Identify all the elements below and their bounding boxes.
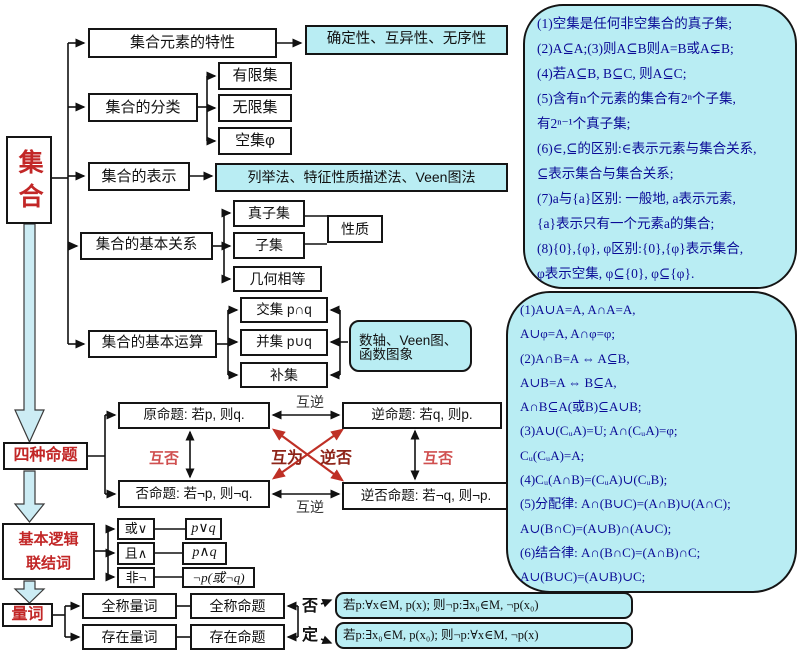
node-union: 并集 p∪q (240, 329, 328, 356)
law-line: A∩B⊆A(或B)⊆A∪B; (520, 399, 642, 415)
logic-header-line2: 联结词 (25, 554, 71, 572)
node-infinite-set: 无限集 (218, 94, 292, 122)
node-four-propositions: 四种命题 (3, 442, 88, 470)
node-not-formula: ¬p(或¬q) (182, 567, 255, 588)
node-representation-methods: 列举法、特征性质描述法、Veen图法 (215, 163, 508, 192)
tools-line-1: 数轴、Veen图、 (359, 332, 458, 348)
law-line: (2)A∩B=A ⇔ A⊆B, (520, 350, 630, 366)
node-basic-relations: 集合的基本关系 (80, 232, 213, 260)
tools-line-2: 函数图象 (359, 347, 413, 362)
node-and-connective: 且∧ (117, 542, 155, 565)
node-converse-proposition: 逆命题: 若q, 则p. (342, 402, 502, 429)
node-classification: 集合的分类 (88, 93, 198, 122)
node-existential-negation-rule: 若p:∃x₀∈M, p(x₀); 则¬p:∀x∈M, ¬p(x) (335, 622, 633, 649)
node-finite-set: 有限集 (218, 62, 292, 90)
law-line: A∪(B∩C)=(A∪B)∩(A∪C); (520, 520, 672, 536)
node-proper-subset: 真子集 (233, 200, 305, 227)
node-contrapositive-proposition: 逆否命题: 若¬q, 则¬p. (342, 482, 510, 510)
note-line: (5)含有n个元素的集合有2ⁿ个子集, (537, 91, 736, 106)
node-empty-set: 空集φ (218, 127, 292, 155)
law-line: A∪(B∪C)=(A∪B)∪C; (520, 569, 646, 585)
label-mutual-contrapositive-right: 逆否 (319, 450, 352, 467)
contrapositive-cross-arrows (271, 428, 345, 482)
node-existential-proposition: 存在命题 (190, 624, 285, 650)
label-mutual-negation-right: 互否 (422, 450, 453, 467)
subset-notes-panel: (1)空集是任何非空集合的真子集; (2)A⊆A;(3)则A⊆B则A=B或A⊊B… (523, 4, 797, 289)
node-and-formula: p∧q (182, 542, 227, 565)
law-line: Cᵤ(CᵤA)=A; (520, 447, 585, 463)
node-universal-quantifier: 全称量词 (82, 593, 177, 619)
note-line: (6)∈,⊆的区别:∈表示元素与集合关系, (537, 141, 757, 156)
node-properties: 性质 (327, 215, 383, 243)
law-line: A∪B=A ⇔ B⊆A, (520, 374, 617, 390)
note-line: 有2ⁿ⁻¹个真子集; (537, 116, 631, 131)
flow-arrow-set-to-propositions (13, 223, 46, 604)
node-subset: 子集 (233, 232, 305, 259)
root-node-set: 集合 (6, 136, 52, 224)
node-set-equality: 几何相等 (233, 266, 322, 292)
node-existential-quantifier: 存在量词 (82, 624, 177, 650)
label-mutual-converse-bottom: 互逆 (296, 499, 324, 515)
node-negation-proposition: 否命题: 若¬p, 则¬q. (118, 480, 270, 508)
note-line: (4)若A⊆B, B⊆C, 则A⊆C; (537, 66, 687, 81)
note-line: (1)空集是任何非空集合的真子集; (537, 16, 732, 31)
node-intersection: 交集 p∩q (240, 297, 328, 323)
note-line: (7)a与{a}区别: 一般地, a表示元素, (537, 191, 736, 206)
node-or-formula: p∨q (185, 518, 222, 540)
logic-header-line1: 基本逻辑 (18, 530, 79, 548)
note-line: ⊆表示集合与集合关系; (537, 166, 674, 181)
note-line: {a}表示只有一个元素a的集合; (537, 216, 715, 231)
label-mutual-converse-top: 互逆 (296, 394, 324, 410)
note-line: φ表示空集, φ⊆{0}, φ⊆{φ}. (537, 266, 695, 281)
node-universal-proposition: 全称命题 (190, 593, 285, 619)
label-mutual-contrapositive-left: 互为 (270, 450, 303, 467)
node-original-proposition: 原命题: 若p, 则q. (118, 402, 270, 429)
node-logic-connectives: 基本逻辑 联结词 (2, 523, 95, 580)
law-line: (5)分配律: A∩(B∪C)=(A∩B)∪(A∩C); (520, 496, 731, 512)
node-or-connective: 或∨ (117, 518, 155, 540)
note-line: (8){0},{φ}, φ区别:{0},{φ}表示集合, (537, 241, 744, 256)
node-representation: 集合的表示 (88, 162, 190, 191)
law-line: (4)Cᵤ(A∩B)=(CᵤA)∪(CᵤB); (520, 472, 668, 488)
law-line: (6)结合律: A∩(B∩C)=(A∩B)∩C; (520, 544, 701, 560)
node-traits-result: 确定性、互异性、无序性 (305, 25, 508, 55)
label-mutual-negation-left: 互否 (148, 450, 179, 467)
law-line: (3)A∪(CᵤA)=U; A∩(CᵤA)=φ; (520, 423, 678, 439)
law-line: A∪φ=A, A∩φ=φ; (520, 326, 616, 342)
node-element-traits: 集合元素的特性 (88, 28, 277, 58)
node-basic-operations: 集合的基本运算 (88, 330, 217, 358)
note-line: (2)A⊆A;(3)则A⊆B则A=B或A⊊B; (537, 41, 734, 56)
operation-laws-panel: (1)A∪A=A, A∩A=A, A∪φ=A, A∩φ=φ; (2)A∩B=A … (506, 291, 797, 593)
label-negate-bottom: 定 (301, 627, 318, 644)
node-universal-negation-rule: 若p:∀x∈M, p(x); 则¬p:∃x₀∈M, ¬p(x₀) (335, 592, 633, 619)
node-complement: 补集 (240, 362, 328, 388)
node-solution-tools: 数轴、Veen图、 函数图象 (349, 320, 472, 372)
law-line: (1)A∪A=A, A∩A=A, (520, 302, 636, 317)
node-not-connective: 非¬ (117, 567, 155, 588)
node-quantifiers: 量词 (2, 603, 53, 627)
label-negate-top: 否 (301, 598, 318, 615)
